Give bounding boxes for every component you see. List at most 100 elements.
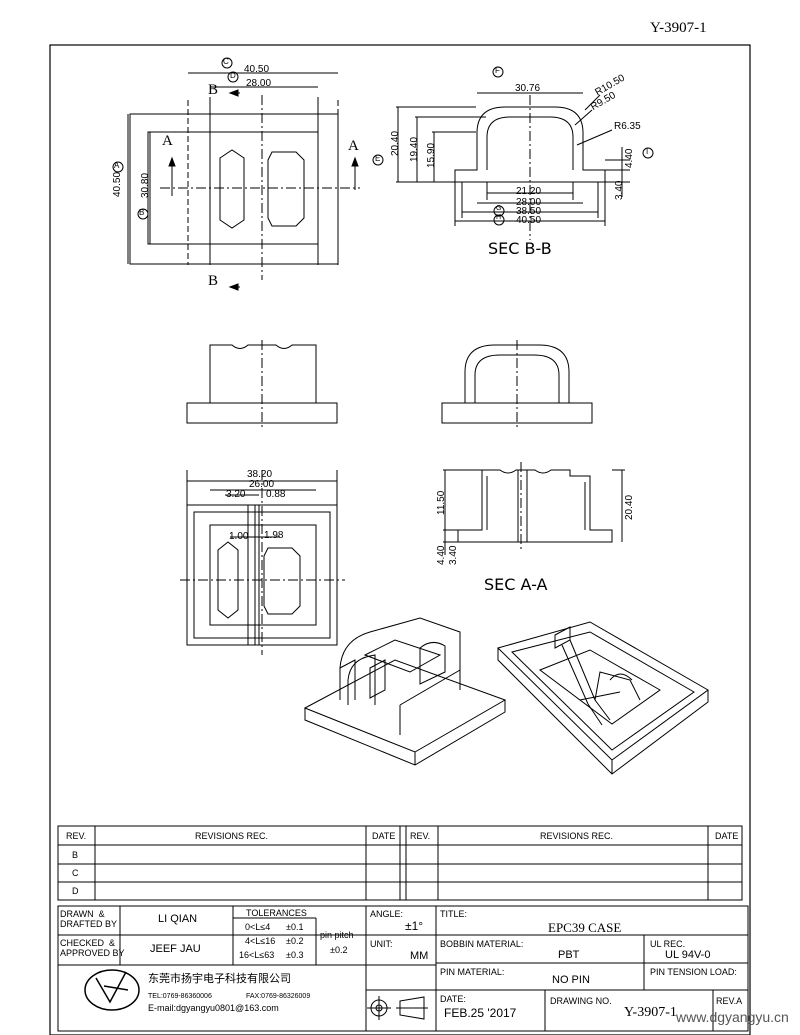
isometric-view-left — [303, 617, 507, 766]
section-label-b-bottom: B — [208, 273, 219, 289]
dim-1-98: 1.98 — [264, 530, 284, 541]
date-header-right: DATE — [715, 831, 739, 841]
tol-range-1: 4<L≤16 — [245, 936, 276, 946]
callout-e: E — [375, 154, 381, 163]
section-label-a-left: A — [162, 133, 173, 149]
ul-value: UL 94V-0 — [665, 949, 711, 961]
dim-30-76: 30.76 — [515, 83, 541, 94]
callout-a-circle — [112, 161, 124, 173]
bottom-view — [180, 470, 345, 655]
angle-label: ANGLE: — [370, 909, 404, 919]
sec-bb-title: SEC B-B — [488, 239, 552, 258]
rev-header-right: REV. — [410, 831, 431, 841]
rev-row-b: B — [72, 850, 79, 860]
dim-4-40-bb: 4.40 — [624, 148, 635, 168]
company-tel: TEL:0769-86360006 — [148, 993, 212, 1000]
rec-header-right: REVISIONS REC. — [540, 831, 614, 841]
drawn-label: DRAWN & DRAFTED BY — [60, 909, 118, 929]
dim-21-20: 21.20 — [516, 186, 542, 197]
callout-i: I — [646, 147, 649, 156]
unit-label: UNIT: — [370, 939, 393, 949]
pin-material-label: PIN MATERIAL: — [440, 967, 505, 977]
unit-value: MM — [410, 950, 429, 962]
dim-3-40-aa: 3.40 — [448, 545, 459, 565]
tol-range-0: 0<L≤4 — [245, 922, 271, 932]
rev-label: REV.A — [716, 996, 743, 1006]
callout-h: H — [496, 214, 502, 221]
dim-15-90-bb: 15.90 — [426, 142, 437, 168]
date-value: FEB.25 '2017 — [444, 1006, 517, 1020]
dim-r6-35: R6.35 — [614, 121, 641, 132]
drawing-no-value: Y-3907-1 — [624, 1005, 677, 1020]
callout-f: F — [495, 66, 500, 75]
rev-header-left: REV. — [66, 831, 87, 841]
tolerances-header: TOLERANCES — [246, 908, 307, 918]
ul-label: UL REC. — [650, 939, 686, 949]
callout-c: C — [223, 57, 229, 66]
title-value: EPC39 CASE — [548, 920, 622, 935]
dim-11-50: 11.50 — [436, 490, 447, 515]
bobbin-label: BOBBIN MATERIAL: — [440, 939, 524, 949]
top-view-circles — [112, 57, 239, 220]
dim-20-40-aa: 20.40 — [624, 494, 635, 520]
top-view — [127, 72, 360, 291]
pin-material-value: NO PIN — [552, 974, 590, 986]
dim-38-50: 38.50 — [516, 206, 542, 217]
drawn-value: LI QIAN — [158, 913, 198, 925]
callout-g: G — [496, 205, 502, 212]
dim-28-00-top: 28.00 — [246, 78, 272, 89]
front-elevation-left — [186, 340, 338, 430]
isometric-view-right — [497, 621, 709, 775]
drawing-no-label: DRAWING NO. — [550, 996, 612, 1006]
sec-aa-title: SEC A-A — [484, 575, 548, 594]
dim-26-00: 26.00 — [249, 479, 275, 490]
dim-40-50-bb: 40.50 — [516, 215, 542, 226]
sec-aa-view — [443, 462, 625, 555]
dim-3-20: 3.20 — [226, 489, 246, 500]
company-email: E-mail:dgyangyu0801@163.com — [148, 1003, 279, 1013]
tol-value-0: ±0.1 — [286, 922, 304, 932]
callout-g-circle — [493, 205, 505, 217]
dim-40-50-top: 40.50 — [244, 64, 270, 75]
drawing-frame — [49, 44, 751, 1035]
company-name: 东莞市扬宇电子科技有限公司 — [148, 972, 291, 985]
title-label: TITLE: — [440, 909, 468, 919]
pin-pitch-value: ±0.2 — [330, 945, 348, 955]
callout-b: B — [139, 208, 145, 217]
checked-label: CHECKED & APPROVED BY — [60, 938, 125, 958]
pin-pitch-label: pin pitch — [320, 930, 354, 940]
dim-40-50-left: 40.50 — [112, 171, 123, 197]
callout-e-circle — [372, 154, 384, 166]
tol-value-2: ±0.3 — [286, 950, 304, 960]
tol-value-1: ±0.2 — [286, 936, 304, 946]
callout-b-circle — [137, 208, 149, 220]
dim-30-80-left: 30.80 — [140, 172, 151, 198]
tol-range-2: 16<L≤63 — [239, 950, 275, 960]
rev-row-d: D — [72, 886, 79, 896]
callout-i-circle — [642, 147, 654, 159]
dim-38-20: 38.20 — [247, 469, 273, 480]
dim-3-40-bb: 3.40 — [614, 180, 625, 200]
sec-bb-view — [372, 66, 654, 240]
title-block-lines — [57, 825, 749, 1032]
dim-28-00-bb: 28.00 — [516, 197, 542, 208]
callout-h-circle — [493, 214, 505, 226]
angle-value: ±1° — [405, 919, 424, 933]
company-logo — [84, 969, 140, 1011]
front-elevation-right — [441, 340, 593, 430]
doc-number-top: Y-3907-1 — [650, 20, 707, 36]
callout-d: D — [230, 71, 236, 80]
section-label-b-top: B — [208, 82, 219, 98]
callout-a: A — [114, 161, 120, 170]
dim-20-40-bb: 20.40 — [390, 130, 401, 156]
pin-tension-label: PIN TENSION LOAD: — [650, 967, 737, 977]
rev-row-c: C — [72, 868, 79, 878]
dim-19-40-bb: 19.40 — [409, 136, 420, 162]
dim-1-00: 1.00 — [229, 531, 249, 542]
dim-4-40-aa: 4.40 — [436, 545, 447, 565]
checked-value: JEEF JAU — [150, 943, 201, 955]
watermark: www.dgyangyu.cn — [676, 1009, 789, 1025]
projection-symbol — [367, 996, 428, 1020]
date-label: DATE: — [440, 994, 466, 1004]
callout-f-circle — [492, 66, 504, 78]
